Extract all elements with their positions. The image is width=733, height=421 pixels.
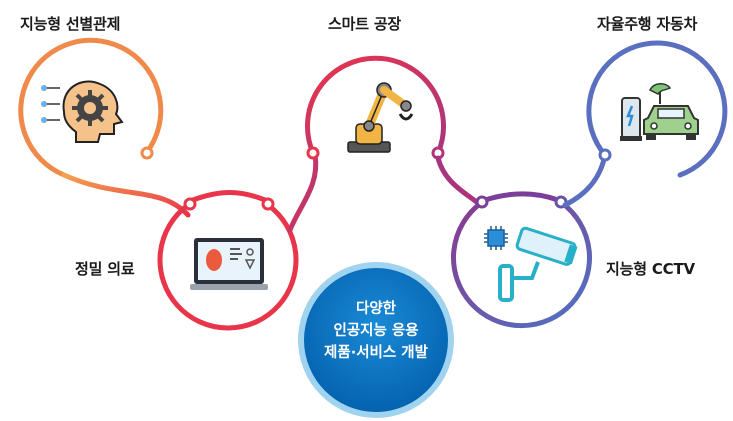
node-smart-surveillance [18,37,191,218]
ai-brain-gear-icon [41,80,124,143]
center-line-2: 인공지능 응용 [333,323,419,339]
electric-car-icon [620,83,699,141]
robot-arm-icon [347,82,414,153]
label-precision-medicine: 정밀 의료 [75,260,135,278]
cctv-chip-icon [484,226,578,302]
center-text: 다양한 인공지능 응용 제품·서비스 개발 [296,298,456,364]
label-autonomous-car: 자율주행 자동차 [597,15,698,33]
node-precision-medicine [157,190,299,331]
label-smart-cctv: 지능형 CCTV [606,260,695,278]
center-circle [298,262,454,418]
label-smart-surveillance: 지능형 선별관제 [20,15,121,33]
node-smart-cctv [451,191,592,329]
medical-laptop-icon [190,238,268,290]
node-autonomous-car [586,40,728,178]
label-smart-factory: 스마트 공장 [328,15,402,33]
center-line-1: 다양한 [355,301,397,317]
center-line-3: 제품·서비스 개발 [324,345,428,361]
node-smart-factory [305,55,446,160]
